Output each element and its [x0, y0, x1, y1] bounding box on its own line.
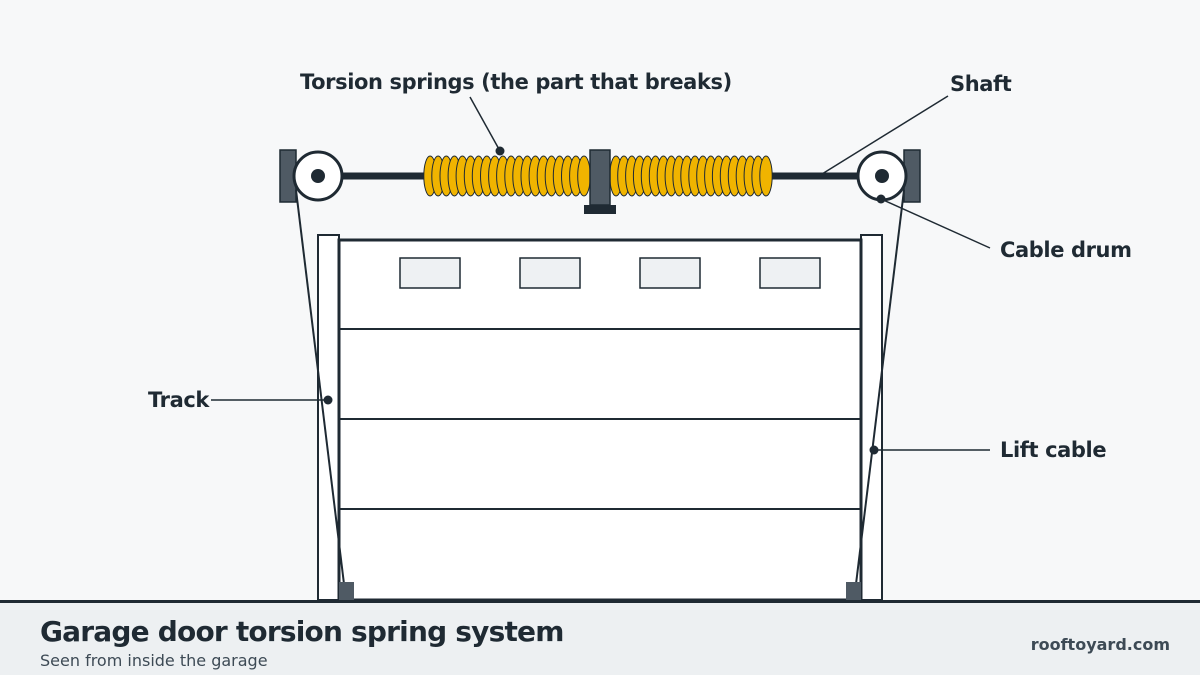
center-bracket	[589, 149, 611, 206]
brand-name: rooftoyard.com	[1030, 635, 1170, 654]
lift-cable-leader-dot	[869, 445, 879, 455]
diagram-title: Garage door torsion spring system	[40, 615, 564, 648]
spring-coil	[759, 155, 773, 197]
right-drum-hub	[875, 169, 889, 183]
torsion-spring-right	[609, 155, 773, 197]
torsion-spring-diagram: Torsion springs (the part that breaks) S…	[148, 70, 1132, 600]
diagram-subtitle: Seen from inside the garage	[40, 651, 268, 670]
left-track	[317, 234, 340, 600]
door-window	[639, 257, 701, 289]
label-shaft: Shaft	[950, 72, 1012, 96]
track-leader-dot	[323, 395, 333, 405]
door-window	[519, 257, 581, 289]
spring-coil	[577, 155, 591, 197]
label-cable-drum: Cable drum	[1000, 238, 1132, 262]
left-drum-hub	[311, 169, 325, 183]
label-track: Track	[148, 388, 210, 412]
label-torsion-springs: Torsion springs (the part that breaks)	[300, 70, 732, 94]
cable-drum-leader-dot	[876, 194, 886, 204]
label-lift-cable: Lift cable	[1000, 438, 1106, 462]
springs-leader-dot	[495, 146, 505, 156]
right-lift-cable	[855, 189, 905, 585]
torsion-spring-left	[423, 155, 591, 197]
footer: Garage door torsion spring system Seen f…	[0, 600, 1200, 675]
left-bottom-bracket	[339, 582, 354, 600]
door-window	[399, 257, 461, 289]
right-track	[860, 234, 883, 600]
cable-drum-leader	[880, 198, 991, 249]
right-bottom-bracket	[846, 582, 861, 600]
garage-door	[337, 238, 863, 600]
left-lift-cable	[295, 189, 345, 585]
door-window	[759, 257, 821, 289]
springs-leader	[469, 96, 501, 152]
center-bracket-base	[584, 205, 616, 214]
shaft-leader	[821, 95, 949, 175]
